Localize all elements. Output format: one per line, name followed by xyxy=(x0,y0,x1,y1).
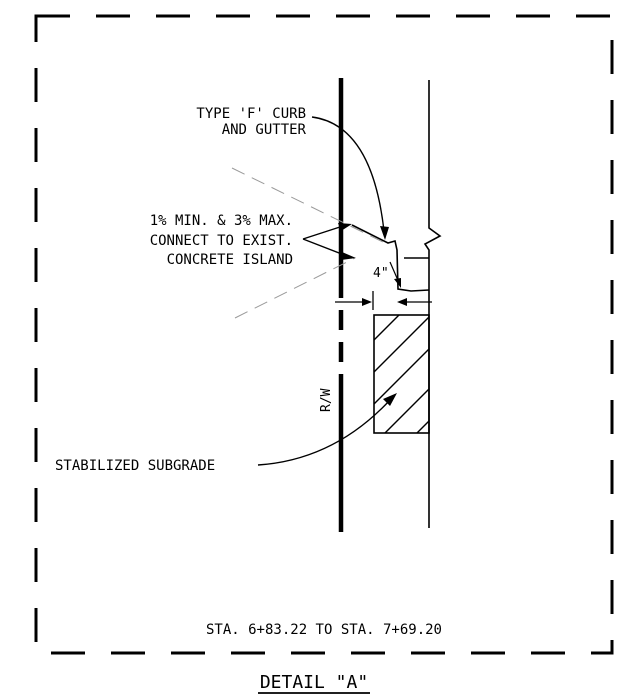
curb-arrowhead xyxy=(380,226,389,240)
slope-extension-lower xyxy=(234,257,356,319)
curb-leader xyxy=(311,116,385,232)
row-label: R/W xyxy=(319,388,334,412)
existing-island-edge xyxy=(423,80,442,528)
dim-4in-arrowhead-left xyxy=(362,298,372,306)
slope-extension-upper xyxy=(231,167,390,246)
slope-label-line2: CONNECT TO EXIST. xyxy=(150,233,293,249)
subgrade-leader xyxy=(257,399,391,466)
slope-label-line3: CONCRETE ISLAND xyxy=(167,252,293,268)
detail-title: DETAIL "A" xyxy=(260,672,368,693)
dim-4in-label: 4" xyxy=(373,266,389,281)
detail-border xyxy=(34,14,614,655)
dim-4in-leader-head xyxy=(394,278,401,288)
subgrade-hatching xyxy=(373,314,430,434)
dim-4in-arrowhead-right xyxy=(397,298,407,306)
curb-label-line2: AND GUTTER xyxy=(222,122,307,138)
curb-label-line1: TYPE 'F' CURB xyxy=(196,106,306,122)
subgrade-block xyxy=(373,314,430,434)
slope-label-line1: 1% MIN. & 3% MAX. xyxy=(150,213,293,229)
subgrade-label: STABILIZED SUBGRADE xyxy=(55,458,215,474)
slope-arrowhead-upper xyxy=(338,223,352,231)
curb-profile xyxy=(351,224,430,292)
station-range: STA. 6+83.22 TO STA. 7+69.20 xyxy=(206,622,442,638)
subgrade-arrowhead xyxy=(383,393,397,406)
slope-arrowhead-lower xyxy=(341,252,356,260)
